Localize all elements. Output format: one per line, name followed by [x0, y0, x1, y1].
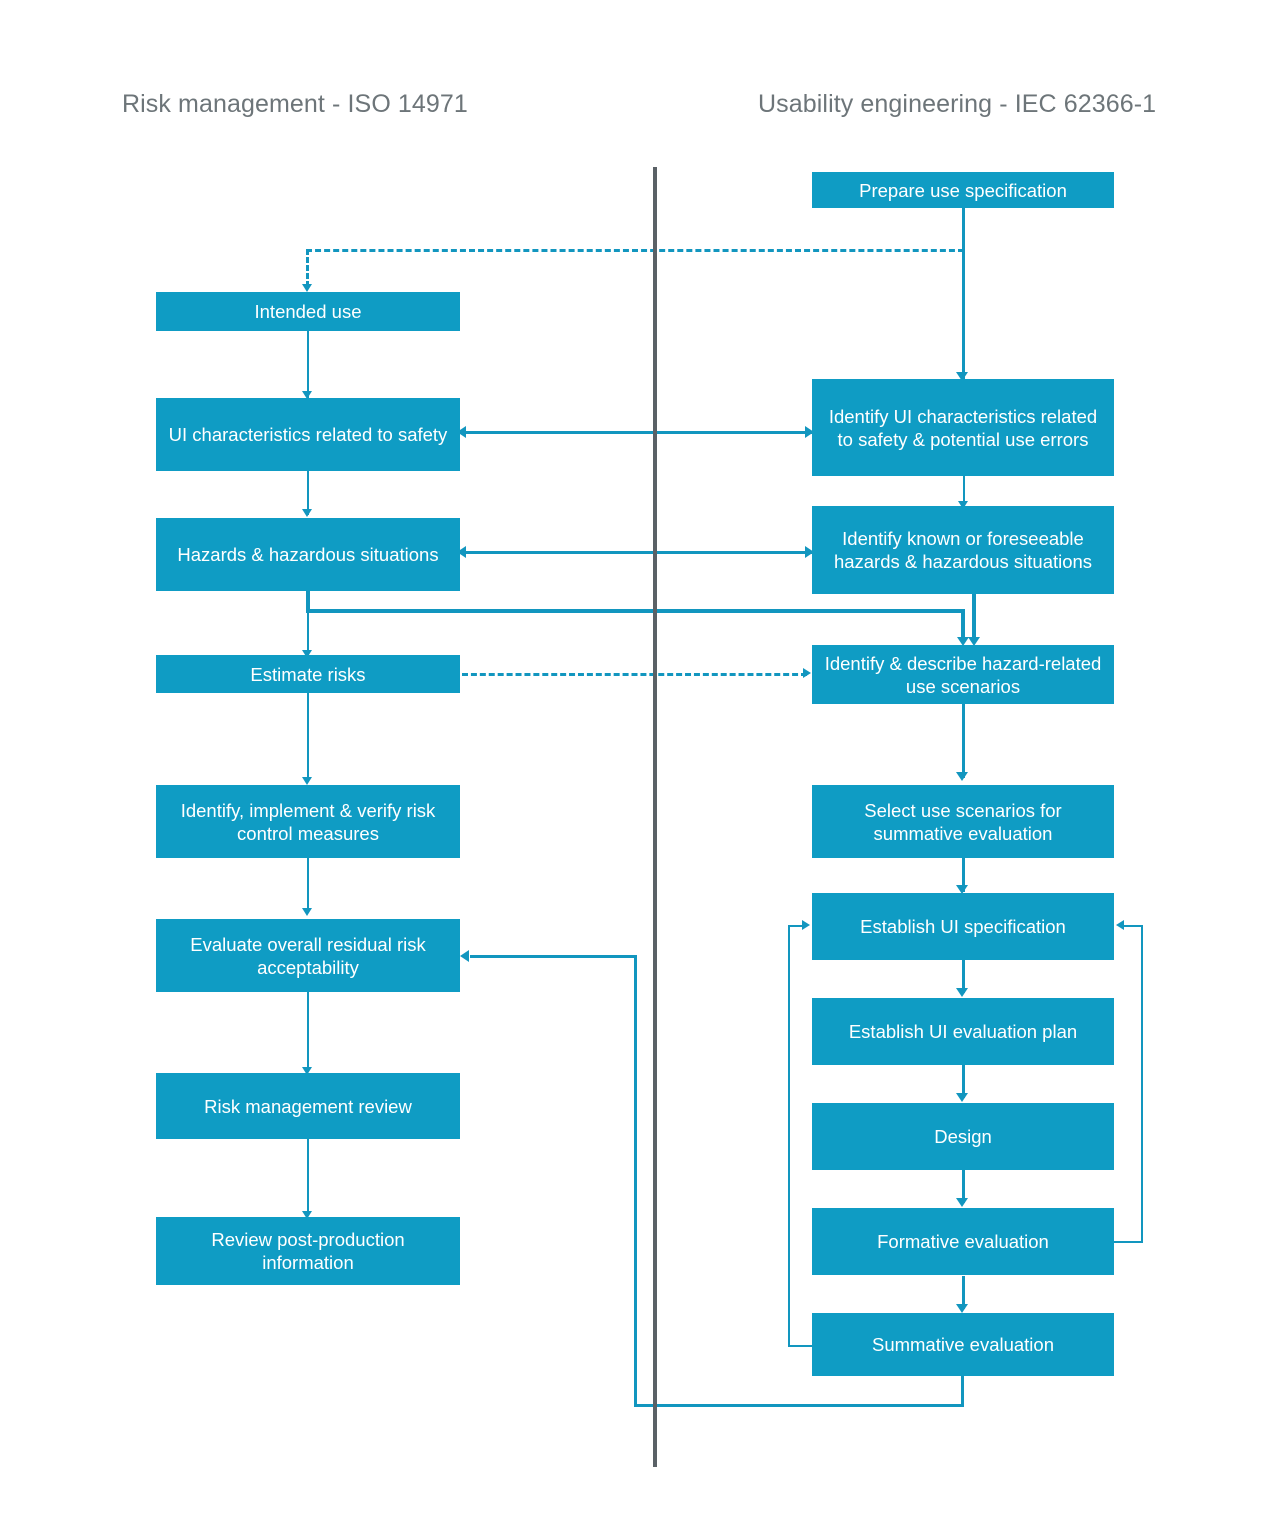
arrowhead-formative-top — [956, 1198, 968, 1207]
edge-estimate-risks-to-use-scenarios — [462, 673, 807, 676]
edge-bottom-loop-v — [634, 955, 637, 1407]
arrowhead-ui-characteristics-right — [805, 426, 814, 438]
arrowhead-hazards-right — [805, 546, 814, 558]
arrowhead-intended-use-top — [302, 284, 312, 292]
arrowhead-use-scenarios-dashed — [803, 668, 811, 678]
arrowhead-eval-plan-top — [956, 988, 968, 997]
edge-hazards-to-use-scenarios-vertical — [961, 609, 965, 642]
node-risk-management-review[interactable]: Risk management review — [156, 1073, 460, 1139]
edge-ui-spec-to-eval-plan — [962, 960, 965, 993]
arrowhead-design-top — [956, 1093, 968, 1102]
arrowhead-known-hazards-top — [958, 501, 968, 509]
edge-estimate-risks-to-risk-control — [307, 692, 309, 782]
node-design[interactable]: Design — [812, 1103, 1114, 1170]
edge-bottom-loop-h-in — [470, 955, 637, 958]
arrowhead-risk-review-top — [302, 1067, 312, 1075]
edge-risk-control-to-evaluate — [307, 858, 309, 913]
edge-formative-to-summative — [962, 1276, 965, 1309]
edge-select-to-establish-ui-spec — [962, 858, 965, 892]
edge-intended-use-to-ui-characteristics — [307, 330, 309, 398]
arrowhead-ui-characteristics-top — [302, 391, 312, 399]
edge-prepare-to-identify-ui — [962, 207, 965, 379]
edge-summative-loop-h-in — [788, 925, 803, 927]
edge-summative-bottom-h — [634, 1404, 964, 1407]
node-identify-known-or-foreseeable-hazards-and-hazardous-situations[interactable]: Identify known or foreseeable hazards & … — [812, 506, 1114, 594]
edge-hazards-branch-stub — [306, 590, 310, 612]
edge-risk-review-to-post-production — [307, 1138, 309, 1216]
edge-summative-bottom-v — [961, 1375, 964, 1407]
node-select-use-scenarios-for-summative-evaluation[interactable]: Select use scenarios for summative evalu… — [812, 785, 1114, 858]
node-establish-ui-evaluation-plan[interactable]: Establish UI evaluation plan — [812, 998, 1114, 1065]
edge-eval-plan-to-design — [962, 1065, 965, 1098]
node-identify-ui-characteristics-related-to-safety-and-potential-use-errors[interactable]: Identify UI characteristics related to s… — [812, 379, 1114, 476]
node-identify-and-describe-hazard-related-use-scenarios[interactable]: Identify & describe hazard-related use s… — [812, 645, 1114, 704]
arrowhead-ui-spec-right-entry — [1116, 920, 1124, 930]
node-summative-evaluation[interactable]: Summative evaluation — [812, 1313, 1114, 1376]
edge-known-hazards-to-use-scenarios — [972, 594, 976, 642]
edge-design-to-formative — [962, 1170, 965, 1203]
node-ui-characteristics-related-to-safety[interactable]: UI characteristics related to safety — [156, 398, 460, 471]
arrowhead-ui-spec-left-entry — [802, 920, 810, 930]
node-review-post-production-information[interactable]: Review post-production information — [156, 1217, 460, 1285]
edge-formative-loop-h-out — [1112, 1241, 1143, 1243]
node-evaluate-overall-residual-risk-acceptability[interactable]: Evaluate overall residual risk acceptabi… — [156, 919, 460, 992]
arrowhead-establish-ui-spec-top — [956, 885, 968, 894]
edge-summative-loop-v — [788, 925, 790, 1347]
arrowhead-evaluate-residual-top — [302, 908, 312, 916]
arrowhead-select-use-scenarios-top — [956, 772, 968, 781]
arrowhead-risk-control-top — [302, 777, 312, 785]
edge-use-scenarios-to-select — [962, 704, 965, 778]
edge-hazards-to-estimate-risks — [307, 590, 309, 655]
edge-prepare-to-intended-use-vertical — [306, 249, 309, 287]
right-column-title: Usability engineering - IEC 62366-1 — [758, 90, 1157, 118]
edge-identify-ui-to-known-hazards — [963, 476, 965, 506]
edge-summative-loop-h-out — [788, 1345, 814, 1347]
arrowhead-evaluate-residual-right-entry — [460, 950, 469, 962]
edge-hazards-to-use-scenarios-horizontal — [306, 609, 965, 613]
node-estimate-risks[interactable]: Estimate risks — [156, 655, 460, 693]
arrowhead-identify-ui-top — [956, 372, 968, 381]
arrowhead-use-scenarios-right-entry — [968, 637, 980, 646]
arrowhead-hazards-top — [302, 509, 312, 517]
edge-evaluate-to-risk-review — [307, 992, 309, 1072]
node-prepare-use-specification[interactable]: Prepare use specification — [812, 172, 1114, 208]
node-establish-ui-specification[interactable]: Establish UI specification — [812, 893, 1114, 960]
node-identify-implement-verify-risk-control-measures[interactable]: Identify, implement & verify risk contro… — [156, 785, 460, 858]
arrowhead-summative-top — [956, 1304, 968, 1313]
left-column-title: Risk management - ISO 14971 — [122, 90, 468, 118]
arrowhead-post-production-top — [302, 1211, 312, 1219]
edge-formative-loop-v — [1141, 925, 1143, 1243]
node-hazards-and-hazardous-situations[interactable]: Hazards & hazardous situations — [156, 518, 460, 591]
edge-formative-loop-h-in — [1124, 925, 1143, 927]
arrowhead-estimate-risks-top — [302, 650, 312, 658]
arrowhead-use-scenarios-left-entry — [957, 637, 969, 646]
arrowhead-hazards-left — [457, 546, 466, 558]
edge-ui-characteristics-bidirectional — [462, 431, 812, 434]
edge-hazards-bidirectional — [462, 551, 812, 554]
arrowhead-ui-characteristics-left — [457, 426, 466, 438]
edge-prepare-to-intended-use-horizontal — [306, 249, 964, 252]
node-intended-use[interactable]: Intended use — [156, 292, 460, 331]
node-formative-evaluation[interactable]: Formative evaluation — [812, 1208, 1114, 1275]
column-divider — [653, 167, 657, 1467]
edge-ui-characteristics-to-hazards — [307, 470, 309, 515]
